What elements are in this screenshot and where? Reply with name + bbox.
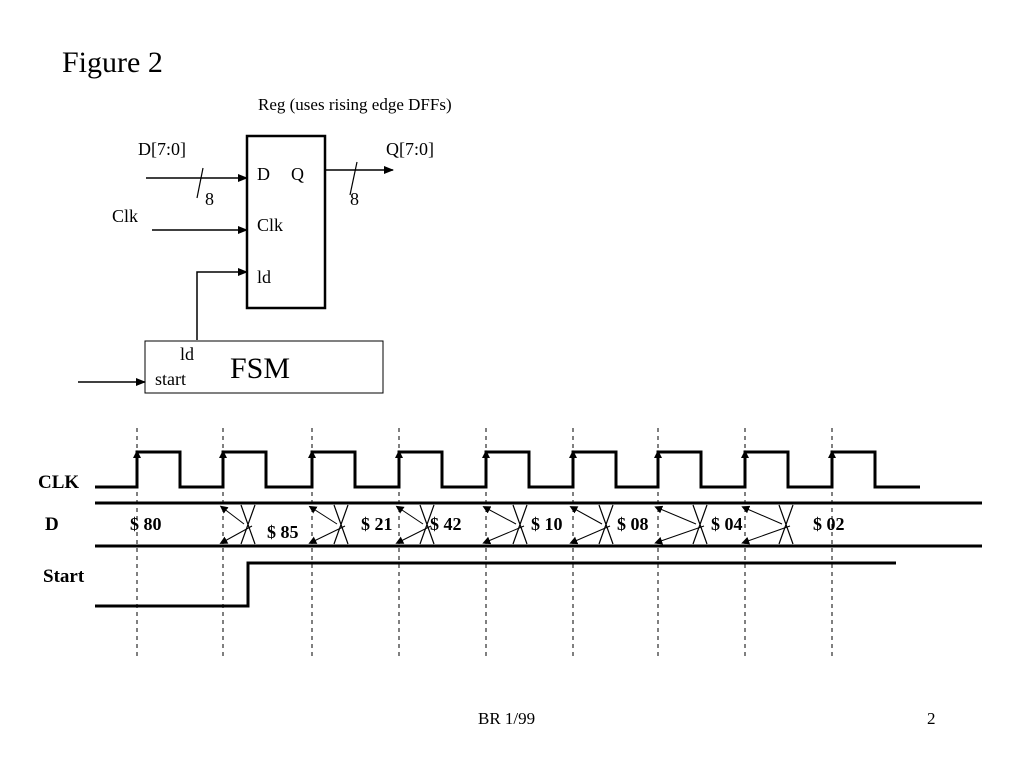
d-value: $ 80 — [130, 514, 162, 534]
d-transition-stroke — [419, 504, 435, 545]
hold-arrow — [569, 525, 611, 545]
register-port-clk: Clk — [257, 215, 283, 235]
fsm-box — [144, 340, 384, 394]
d-transition-stroke — [240, 504, 256, 545]
hold-arrow — [741, 525, 791, 545]
setup-arrow — [219, 505, 245, 525]
d-value: $ 21 — [361, 514, 393, 534]
d-value: $ 08 — [617, 514, 649, 534]
fsm-ld-label: ld — [180, 344, 194, 364]
d-transition-stroke — [692, 504, 708, 545]
setup-arrow — [308, 505, 338, 525]
d-value: $ 02 — [813, 514, 845, 534]
setup-arrow — [654, 505, 697, 525]
clk-waveform — [95, 450, 920, 489]
q-bus-slash — [349, 161, 358, 196]
d-input-label: D[7:0] — [138, 139, 186, 159]
d-values: $ 80 $ 85 $ 21 $ 42 $ 10 $ 08 $ 04 $ 02 — [130, 514, 845, 542]
d-bus-slash — [196, 167, 204, 199]
start-signal-label: Start — [43, 566, 85, 587]
d-value: $ 42 — [430, 514, 462, 534]
d-value: $ 10 — [531, 514, 563, 534]
d-transition-stroke — [512, 504, 528, 545]
clk-input-label: Clk — [112, 206, 138, 226]
d-transition-stroke — [778, 504, 794, 545]
d-value: $ 85 — [267, 522, 299, 542]
q-bus-width: 8 — [350, 189, 359, 209]
footer-center: BR 1/99 — [478, 709, 535, 728]
clk-rising-edge-arrows — [133, 450, 836, 480]
ld-wire — [196, 268, 248, 340]
register-port-q: Q — [291, 164, 304, 184]
register-caption: Reg (uses rising edge DFFs) — [258, 95, 452, 114]
hold-arrow — [482, 525, 525, 545]
setup-arrow — [569, 506, 603, 525]
q-output-label: Q[7:0] — [386, 139, 434, 159]
timing-diagram: CLK D $ 80 $ 85 $ 21 $ 42 $ 10 $ 08 $ 04 $ 02 S… — [38, 428, 982, 660]
clk-signal-label: CLK — [38, 472, 79, 493]
setup-arrow — [741, 505, 783, 525]
register-port-d: D — [257, 164, 270, 184]
register-port-ld: ld — [257, 267, 271, 287]
d-transition-stroke — [333, 504, 349, 545]
d-bus-width: 8 — [205, 189, 214, 209]
d-signal-label: D — [45, 514, 59, 535]
register-box — [245, 134, 327, 310]
setup-arrow — [482, 506, 517, 525]
hold-arrow — [219, 525, 253, 544]
fsm-name: FSM — [230, 352, 290, 385]
d-transition-stroke — [598, 504, 614, 545]
d-value: $ 04 — [711, 514, 743, 534]
start-waveform — [95, 561, 896, 608]
slide-title: Figure 2 — [62, 46, 163, 79]
hold-arrow — [395, 525, 432, 544]
hold-arrow — [654, 525, 705, 545]
d-transitions — [219, 504, 794, 545]
hold-arrow — [308, 525, 346, 544]
fsm-start-label: start — [155, 369, 186, 389]
page-number: 2 — [927, 709, 936, 728]
setup-arrow — [395, 505, 424, 525]
